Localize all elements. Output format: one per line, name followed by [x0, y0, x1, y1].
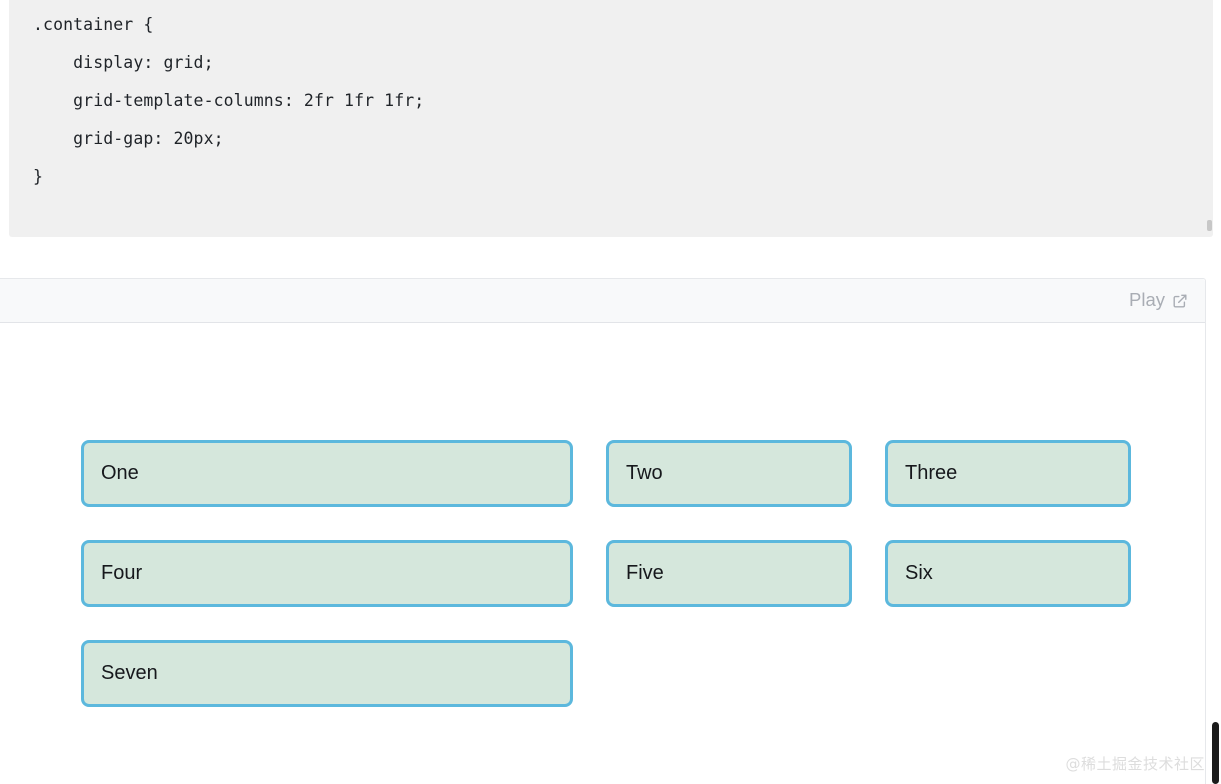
- page-scrollbar-thumb[interactable]: [1212, 722, 1219, 784]
- preview-body: One Two Three Four Five Six Seven: [0, 323, 1205, 784]
- grid-item-label: Six: [905, 562, 933, 584]
- grid-item: One: [81, 440, 573, 507]
- css-code-block: .container { display: grid; grid-templat…: [9, 0, 1213, 237]
- grid-item: Five: [606, 540, 852, 607]
- code-line: grid-gap: 20px;: [33, 129, 224, 148]
- watermark: @稀土掘金技术社区: [1065, 755, 1205, 773]
- grid-item: Seven: [81, 640, 573, 707]
- grid-item-label: Three: [905, 462, 958, 484]
- play-button[interactable]: Play: [1129, 291, 1188, 310]
- code-line-list: .container { display: grid; grid-templat…: [9, 6, 1213, 196]
- grid-container: One Two Three Four Five Six Seven: [81, 440, 1131, 707]
- grid-item-label: Four: [101, 562, 143, 584]
- code-line: }: [33, 167, 44, 186]
- grid-item: Six: [885, 540, 1131, 607]
- preview-panel: Play One Two Three Four: [0, 278, 1206, 784]
- grid-item-label: Two: [626, 462, 663, 484]
- grid-item: Three: [885, 440, 1131, 507]
- code-line: display: grid;: [33, 53, 214, 72]
- preview-toolbar: Play: [0, 279, 1205, 323]
- grid-item-label: One: [101, 462, 139, 484]
- code-line: .container {: [33, 15, 154, 34]
- grid-item: Four: [81, 540, 573, 607]
- grid-item-label: Five: [626, 562, 664, 584]
- grid-item: Two: [606, 440, 852, 507]
- code-block-scrollbar[interactable]: [1207, 220, 1212, 231]
- grid-item-label: Seven: [101, 662, 158, 684]
- play-button-label: Play: [1129, 289, 1165, 311]
- code-line: grid-template-columns: 2fr 1fr 1fr;: [33, 91, 425, 110]
- page-scrollbar[interactable]: [1212, 0, 1221, 784]
- external-link-icon: [1172, 293, 1188, 309]
